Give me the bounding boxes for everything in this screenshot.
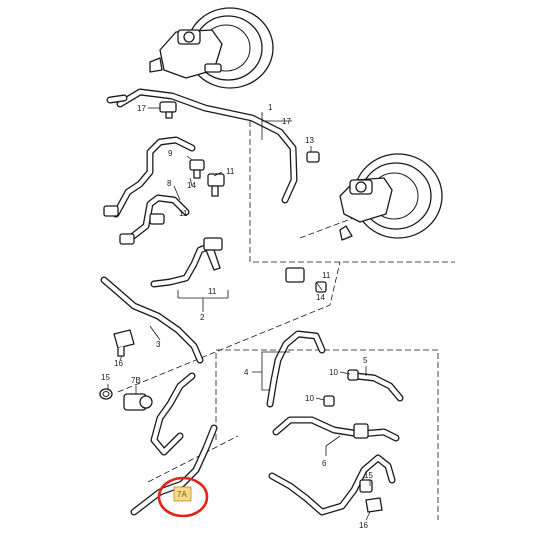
hose-4 [266,330,326,408]
hose-5 [352,372,404,402]
highlight-7a-ring [157,476,209,518]
label-2: 2 [200,313,205,322]
hose-3 [100,276,204,364]
label-5: 5 [363,356,368,365]
label-10-b: 10 [305,394,314,403]
brake-booster-lower [339,153,443,241]
label-10-a: 10 [329,368,338,377]
sensor-11-d [285,267,327,293]
label-15-b: 15 [364,471,373,480]
label-15: 15 [101,373,110,382]
label-7b: 7B [131,376,141,385]
hose-8 [124,194,190,244]
highlight-7a[interactable]: 7A [157,476,209,518]
label-1: 1 [268,103,273,112]
sensor-11-c [203,237,223,271]
label-3: 3 [156,340,161,349]
label-11-c: 11 [208,287,217,296]
hose-7a [130,424,218,516]
reference-lines [117,121,455,520]
label-14-a: 14 [187,181,196,190]
label-16-b: 16 [359,521,368,530]
connector-10-b [323,395,335,407]
sensor-11-a [189,159,205,179]
clip-16-a [113,329,135,357]
label-9: 9 [168,149,173,158]
highlight-7a-label: 7A [177,490,187,499]
connector-7b [123,393,153,411]
sensor-17 [159,101,177,119]
hose-9 [112,136,196,218]
label-17-top: 17 [282,117,291,126]
label-8: 8 [167,179,172,188]
clip-16-b [359,479,383,513]
label-11-b: 11 [179,209,188,218]
hose-7b [150,372,196,456]
clip-13 [306,151,320,163]
sensor-11-b [207,173,225,197]
hose-1 [106,88,298,204]
label-4: 4 [244,368,249,377]
label-16-a: 16 [114,359,123,368]
label-6: 6 [322,459,327,468]
label-13: 13 [305,136,314,145]
label-11-a: 11 [226,167,235,176]
label-14-b: 14 [316,293,325,302]
highlight-7a-box [173,486,192,502]
leader-lines [107,107,371,521]
part-labels: 1 17 17 13 9 11 14 8 11 2 11 11 14 3 16 … [101,103,373,530]
hose-2 [150,240,220,288]
hose-lower-right [268,454,396,516]
connector-6 [353,423,369,439]
clamp-15 [99,388,113,400]
connector-8 [103,205,165,245]
label-11-d: 11 [322,271,331,280]
label-17-left: 17 [137,104,146,113]
connector-10-a [347,369,359,381]
hose-6 [272,416,400,442]
brake-booster-upper [149,7,274,89]
